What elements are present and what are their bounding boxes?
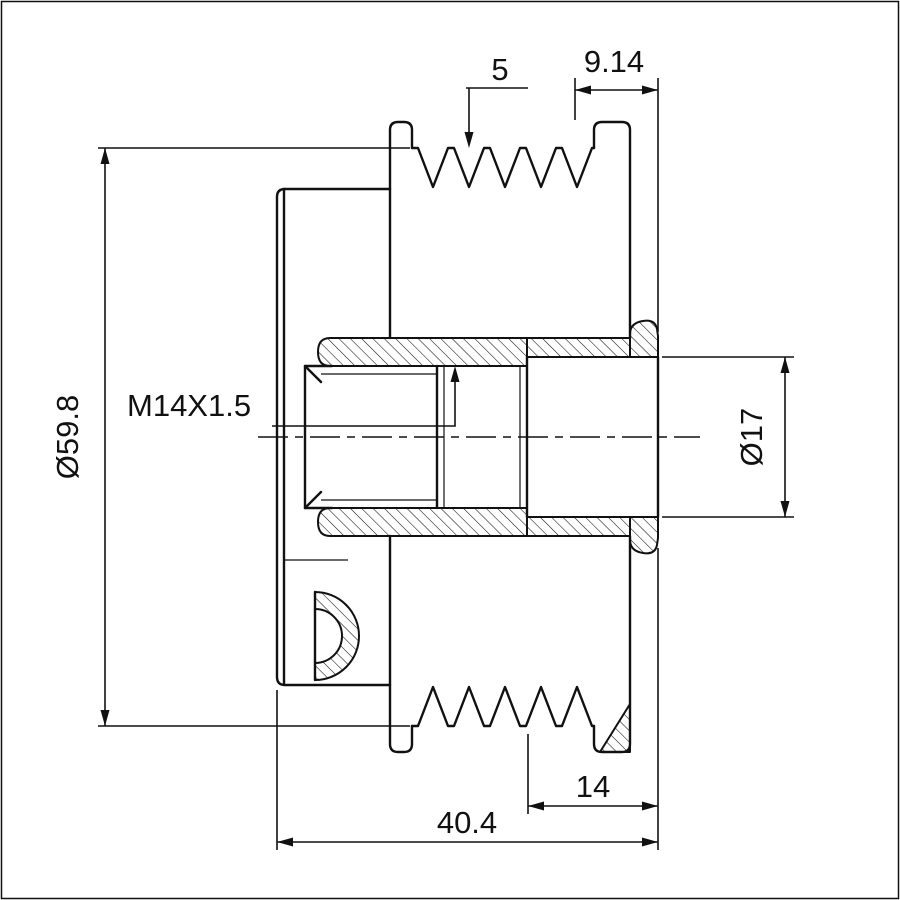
flange-section-wedge xyxy=(599,703,631,753)
belt-groove-profile-top xyxy=(388,120,632,340)
hub-collar xyxy=(629,319,660,555)
dimension-overall-width: 40.4 xyxy=(276,690,658,850)
hub-length-label: 14 xyxy=(576,769,610,804)
dimension-thread-callout: M14X1.5 xyxy=(127,366,460,427)
dimension-end-offset: 9.14 xyxy=(574,44,659,332)
belt-groove-profile-bottom xyxy=(388,534,632,754)
dimension-bore-diameter: Ø17 xyxy=(662,356,794,518)
overall-width-label: 40.4 xyxy=(437,805,497,840)
thread-label: M14X1.5 xyxy=(127,388,251,423)
inner-cavity-walls xyxy=(435,355,529,519)
outer-diameter-label: Ø59.8 xyxy=(50,395,85,479)
clutch-housing-outline xyxy=(275,187,392,687)
clutch-roller-detail xyxy=(313,590,360,682)
part-outline xyxy=(275,120,660,754)
groove-pitch-label: 5 xyxy=(491,52,508,87)
hub-sleeve-section xyxy=(317,337,631,537)
dimension-outer-diameter: Ø59.8 xyxy=(50,147,410,727)
bore-diameter-label: Ø17 xyxy=(734,408,769,467)
dimension-groove-pitch: 5 xyxy=(464,52,528,148)
end-offset-label: 9.14 xyxy=(584,44,644,79)
dimension-hub-length: 14 xyxy=(527,548,659,850)
thread-bore xyxy=(303,364,437,510)
